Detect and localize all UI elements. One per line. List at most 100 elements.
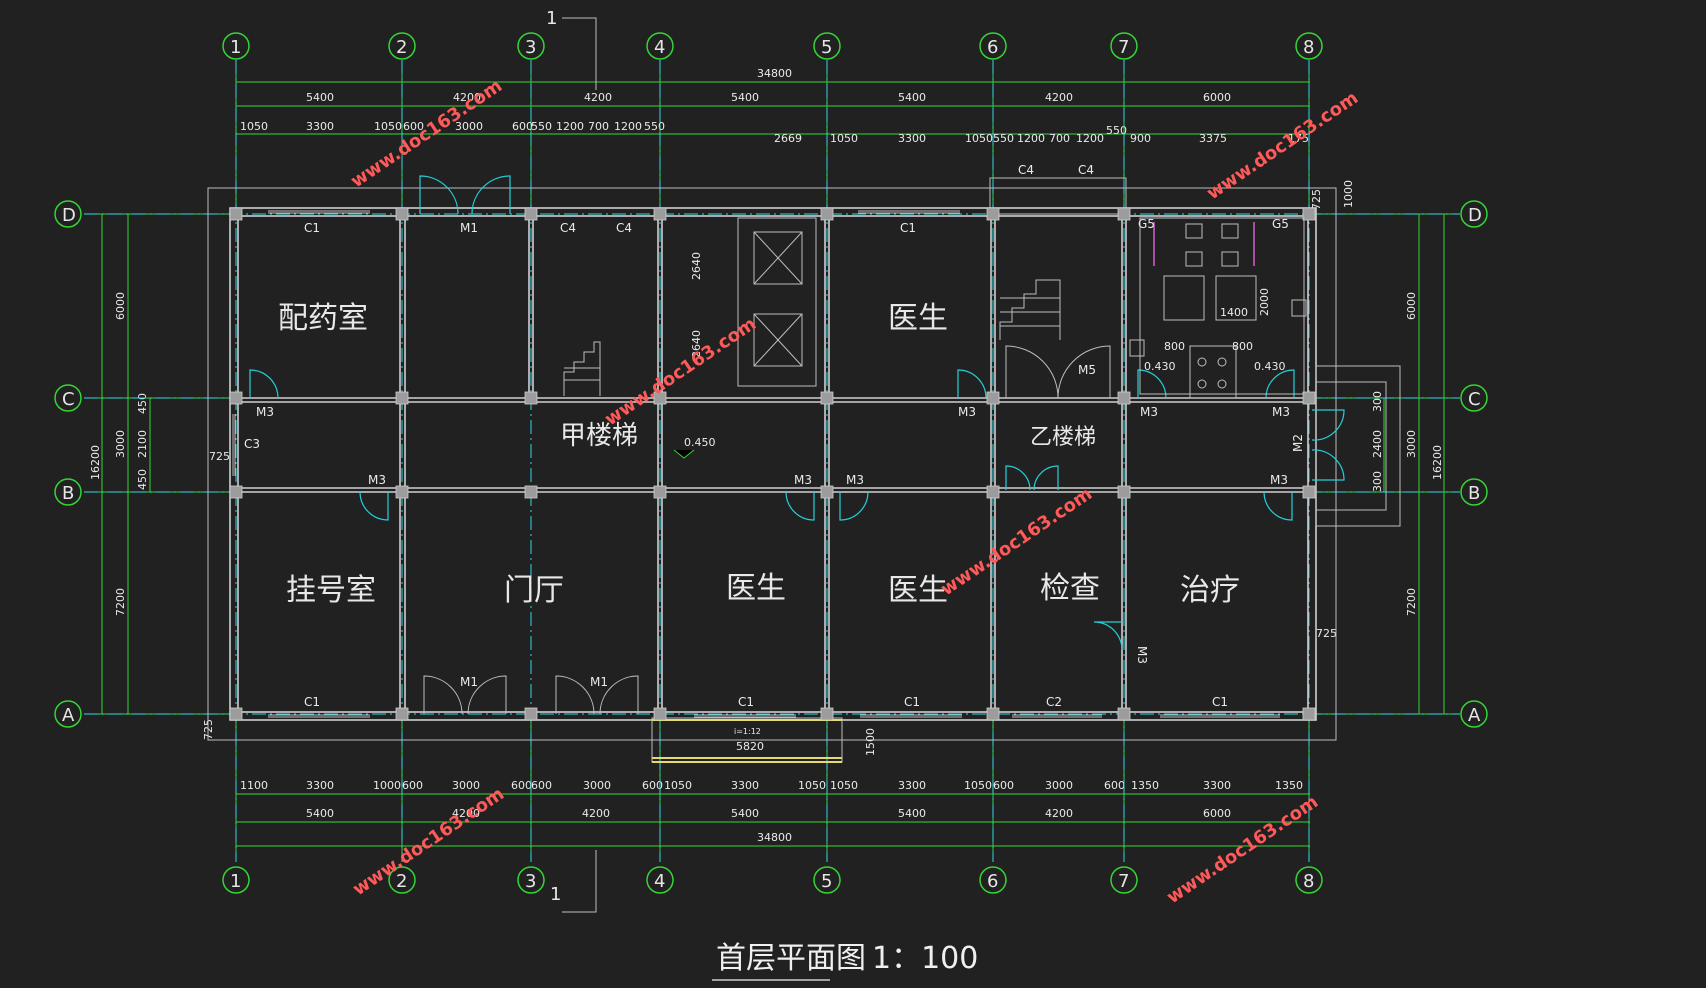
axis-label: B bbox=[1468, 483, 1480, 504]
watermark-text: www.doc163.com bbox=[1163, 791, 1322, 908]
stairs-elevators bbox=[563, 217, 1061, 396]
dim-misc: 1500 bbox=[864, 728, 877, 756]
dim-detail-bottom: 3000 bbox=[1045, 779, 1073, 792]
tag-door: M3 bbox=[846, 473, 864, 487]
dim-bay-bottom: 5400 bbox=[306, 807, 334, 820]
bottom-dimensions: 1100 3300 1000 600 3000 600 600 3000 600… bbox=[235, 715, 1310, 858]
section-mark-bottom: 1 bbox=[550, 884, 561, 905]
dim-left-total: 16200 bbox=[89, 445, 102, 480]
drawing-title: 首层平面图 bbox=[716, 941, 866, 976]
dim-detail-top: 700 bbox=[588, 120, 609, 133]
watermark-text: www.doc163.com bbox=[601, 313, 760, 430]
dim-detail-bottom: 3000 bbox=[452, 779, 480, 792]
dim-detail-bottom: 1050 bbox=[798, 779, 826, 792]
tag-window: C4 bbox=[560, 221, 576, 235]
dim-detail-top: 3300 bbox=[898, 132, 926, 145]
tag-window: C1 bbox=[304, 221, 320, 235]
axis-label: D bbox=[1468, 205, 1482, 226]
columns bbox=[229, 207, 1316, 721]
tag-door: M3 bbox=[256, 405, 274, 419]
axis-label: 8 bbox=[1303, 871, 1314, 892]
dim-detail-bottom: 600 bbox=[993, 779, 1014, 792]
dim-right-inner: 300 bbox=[1371, 391, 1384, 412]
tag-window: C4 bbox=[616, 221, 632, 235]
axis-label: 1 bbox=[230, 37, 241, 58]
dim-bay-top: 5400 bbox=[898, 91, 926, 104]
dim-detail-top: 3300 bbox=[306, 120, 334, 133]
axis-label: 2 bbox=[396, 37, 407, 58]
room-doctor-top: 医生 bbox=[888, 301, 948, 336]
tag-window: C4 bbox=[1078, 163, 1094, 177]
tags: C1 M1 C4 C4 C1 C4 C4 G5 G5 M5 M3 M3 M3 M… bbox=[244, 163, 1305, 709]
dim-detail-top: 1200 bbox=[614, 120, 642, 133]
dim-misc: 2640 bbox=[690, 252, 703, 280]
watermark-text: www.doc163.com bbox=[1203, 87, 1362, 204]
room-labels: 配药室 医生 挂号室 门厅 医生 医生 检查 治疗 甲楼梯 乙楼梯 bbox=[278, 301, 1240, 608]
dim-detail-top: 1050 bbox=[240, 120, 268, 133]
dim-detail-bottom: 3000 bbox=[583, 779, 611, 792]
building-outline bbox=[207, 177, 1401, 763]
axis-label: 4 bbox=[654, 871, 665, 892]
watermark-text: www.doc163.com bbox=[349, 783, 508, 900]
room-doctor-1: 医生 bbox=[726, 571, 786, 606]
dim-detail-bottom: 600 bbox=[642, 779, 663, 792]
dim-left-part: 7200 bbox=[114, 588, 127, 616]
axis-bubbles-left: D C B A bbox=[54, 200, 82, 728]
dim-right-inner: 2400 bbox=[1371, 430, 1384, 458]
dim-right-total: 16200 bbox=[1431, 445, 1444, 480]
dim-misc: 800 bbox=[1164, 340, 1185, 353]
axis-label: C bbox=[62, 389, 75, 410]
dim-detail-bottom: 1000 bbox=[373, 779, 401, 792]
tag-door: M3 bbox=[1140, 405, 1158, 419]
doors bbox=[249, 175, 1345, 715]
dim-right-part: 3000 bbox=[1405, 430, 1418, 458]
axis-bubbles-bottom: 1 2 3 4 5 6 7 8 bbox=[222, 866, 1323, 894]
dim-detail-bottom: 1100 bbox=[240, 779, 268, 792]
ramp-slope: i=1:12 bbox=[734, 727, 761, 736]
dim-bay-top: 4200 bbox=[584, 91, 612, 104]
axis-label: 6 bbox=[987, 37, 998, 58]
tag-door: M2 bbox=[1291, 434, 1305, 452]
dim-detail-bottom: 3300 bbox=[898, 779, 926, 792]
axis-label: 4 bbox=[654, 37, 665, 58]
level-marks: 0.450 0.430 0.430 i=1:12 2640 2640 2000 … bbox=[673, 252, 1286, 756]
dim-bay-top: 5400 bbox=[731, 91, 759, 104]
tag-window: C1 bbox=[904, 695, 920, 709]
level-lobby: 0.450 bbox=[684, 436, 716, 449]
dim-bay-bottom: 5400 bbox=[731, 807, 759, 820]
dim-detail-top: 1050 bbox=[374, 120, 402, 133]
tag-window: C1 bbox=[304, 695, 320, 709]
dim-detail-top: 550 bbox=[1106, 124, 1127, 137]
axis-bubbles-right: D C B A bbox=[1460, 200, 1488, 728]
dim-detail-top: 600 bbox=[512, 120, 533, 133]
dim-misc: 800 bbox=[1232, 340, 1253, 353]
dim-bay-bottom: 4200 bbox=[1045, 807, 1073, 820]
dim-detail-top: 2669 bbox=[774, 132, 802, 145]
tag-window: C1 bbox=[738, 695, 754, 709]
dim-detail-top: 600 bbox=[403, 120, 424, 133]
axis-label: 2 bbox=[396, 871, 407, 892]
dim-total-top: 34800 bbox=[757, 67, 792, 80]
dim-detail-bottom: 600 bbox=[531, 779, 552, 792]
tag-window: C3 bbox=[244, 437, 260, 451]
drawing-scale: 1：100 bbox=[872, 941, 978, 976]
axis-bubbles-top: 1 2 3 4 5 6 7 8 bbox=[222, 32, 1323, 60]
axis-label: 7 bbox=[1118, 37, 1129, 58]
grid-axes bbox=[84, 60, 1460, 862]
dim-bay-bottom: 5400 bbox=[898, 807, 926, 820]
axis-label: D bbox=[62, 205, 76, 226]
dim-misc: 725 bbox=[209, 450, 230, 463]
dim-bay-top: 4200 bbox=[453, 91, 481, 104]
axis-label: 8 bbox=[1303, 37, 1314, 58]
dim-detail-top: 550 bbox=[644, 120, 665, 133]
tag-window: C4 bbox=[1018, 163, 1034, 177]
dim-detail-top: 900 bbox=[1130, 132, 1151, 145]
dim-misc: 1400 bbox=[1220, 306, 1248, 319]
dim-misc: 725 bbox=[1310, 189, 1323, 210]
dim-total-bottom: 34800 bbox=[757, 831, 792, 844]
dim-detail-top: 550 bbox=[531, 120, 552, 133]
dim-detail-bottom: 600 bbox=[511, 779, 532, 792]
room-stair-b: 乙楼梯 bbox=[1030, 425, 1096, 450]
tag-door: M5 bbox=[1078, 363, 1096, 377]
